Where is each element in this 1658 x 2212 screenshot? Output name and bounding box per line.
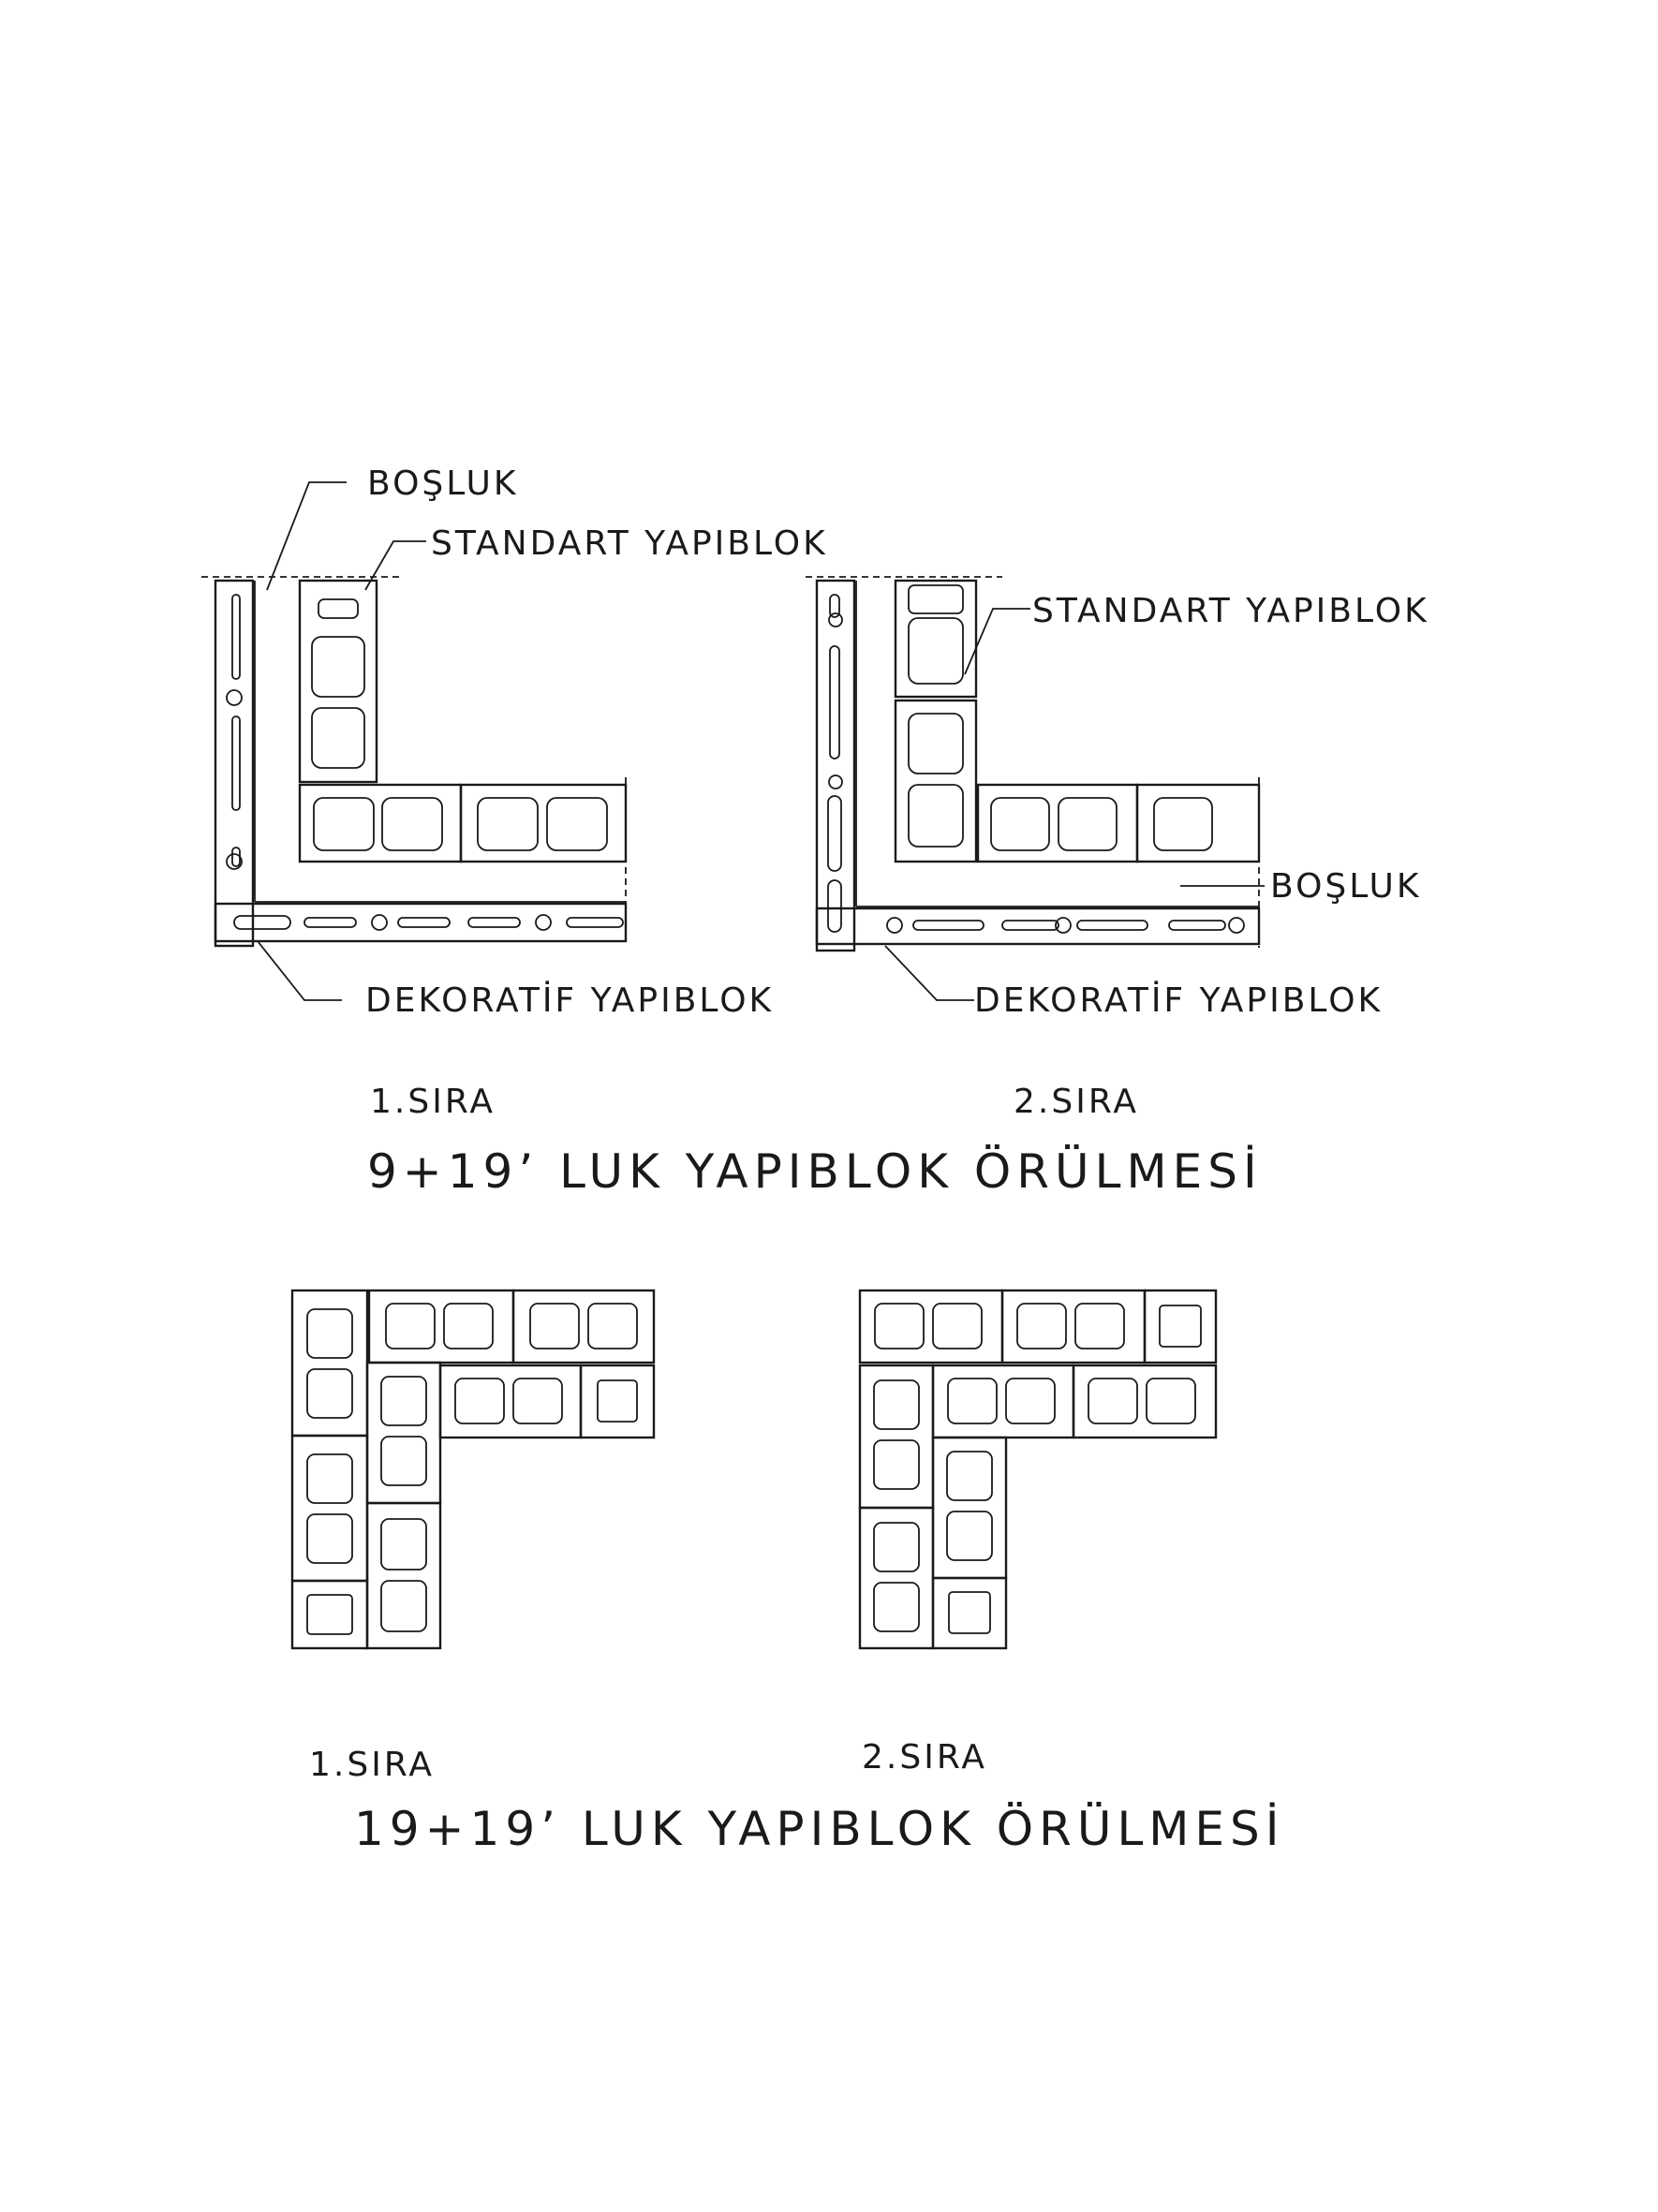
bottom-right-row-label: 2.SIRA — [862, 1738, 987, 1777]
top-right-gap-label: BOŞLUK — [1270, 867, 1421, 906]
bottom-section-title: 19+19’ LUK YAPIBLOK ÖRÜLMESİ — [354, 1802, 1285, 1856]
top-left-standard-block-label: STANDART YAPIBLOK — [431, 524, 828, 563]
top-left-gap-label: BOŞLUK — [367, 465, 518, 503]
top-left-row-label: 1.SIRA — [370, 1083, 496, 1121]
top-right-standard-block-label: STANDART YAPIBLOK — [1032, 592, 1429, 630]
bottom-right-diagram — [858, 1289, 1218, 1650]
bottom-left-diagram — [290, 1289, 656, 1650]
bottom-left-row-label: 1.SIRA — [309, 1746, 435, 1784]
top-left-diagram — [201, 481, 628, 1001]
top-left-decorative-block-label: DEKORATİF YAPIBLOK — [365, 981, 774, 1020]
top-section-title: 9+19’ LUK YAPIBLOK ÖRÜLMESİ — [367, 1144, 1263, 1199]
top-right-row-label: 2.SIRA — [1014, 1083, 1139, 1121]
top-right-diagram — [806, 576, 1265, 1001]
top-right-decorative-block-label: DEKORATİF YAPIBLOK — [974, 981, 1383, 1020]
